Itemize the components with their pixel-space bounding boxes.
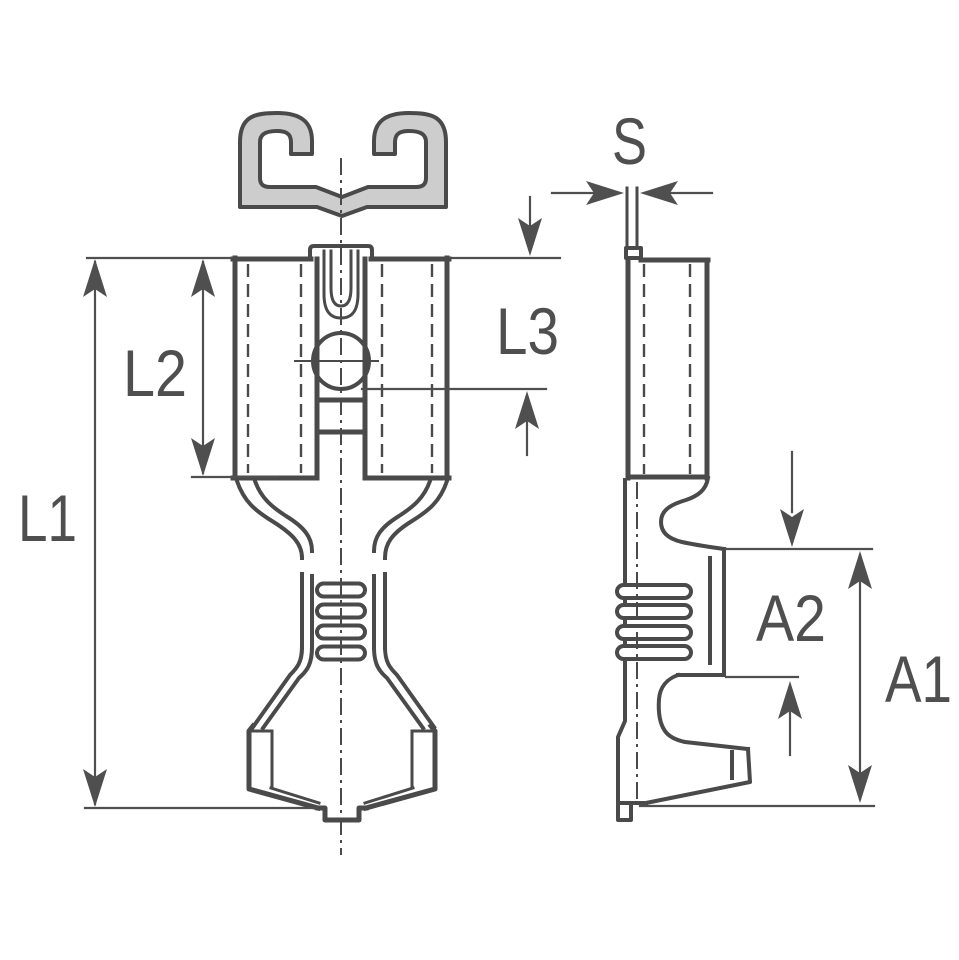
label-s: S <box>612 104 647 178</box>
side-view <box>616 186 752 822</box>
front-funnel-left-outer <box>234 478 305 650</box>
l3-extension-lines <box>360 256 562 391</box>
a1-arrow-up <box>848 551 872 589</box>
rolled-section-shape <box>238 111 448 218</box>
side-shoulder-curve <box>659 475 727 552</box>
label-l1: L1 <box>18 481 77 555</box>
side-insulation-curve <box>656 672 751 752</box>
a1-arrow-down <box>848 765 872 803</box>
front-flare-right <box>371 645 437 731</box>
side-blade-root <box>624 246 643 260</box>
label-l3: L3 <box>496 294 559 368</box>
side-step-edge <box>676 547 726 677</box>
dimension-l3: L3 <box>360 195 562 457</box>
front-wing-face-right <box>363 729 437 805</box>
s-arrow-left <box>640 181 678 205</box>
side-rib <box>615 624 693 641</box>
front-funnel-right-outer <box>382 478 450 650</box>
l2-arrow-down <box>191 438 215 476</box>
dimension-l2: L2 <box>123 259 280 479</box>
centerlines <box>294 158 638 855</box>
side-rib <box>615 583 693 600</box>
label-a1: A1 <box>885 642 952 716</box>
front-funnel-left-inner <box>252 478 315 650</box>
side-left-edge <box>616 478 627 805</box>
a2-arrow-up <box>778 681 802 719</box>
side-rib <box>615 644 693 661</box>
label-a2: A2 <box>756 581 826 655</box>
label-l2: L2 <box>123 336 187 410</box>
front-hidden-edges <box>246 264 434 473</box>
dimension-a2: A2 <box>724 450 874 757</box>
l1-arrow-up <box>83 259 107 297</box>
a2-extension-lines <box>724 547 874 679</box>
l2-arrow-up <box>191 259 215 297</box>
l3-arrow-down <box>518 218 542 256</box>
front-wing-face-left <box>247 729 321 805</box>
front-flare-left <box>250 645 315 731</box>
front-lower-outline-right <box>362 722 438 812</box>
front-top-tab <box>308 244 374 261</box>
side-hidden-edges <box>642 264 692 474</box>
l1-arrow-down <box>83 769 107 807</box>
front-funnel-right-inner <box>371 478 433 650</box>
s-arrow-right <box>586 181 624 205</box>
dimension-s: S <box>550 104 714 205</box>
a2-arrow-down <box>780 509 804 547</box>
front-slot-inner-u <box>329 249 353 308</box>
dimension-a1: A1 <box>638 551 952 808</box>
l1-extension-lines <box>83 256 318 810</box>
side-foot-notch <box>616 801 633 822</box>
dimension-l1: L1 <box>18 256 318 810</box>
l3-arrow-up <box>515 391 539 429</box>
front-channel-walls <box>314 256 368 480</box>
front-lower-outline-left <box>246 722 322 812</box>
side-blade-edges <box>625 186 639 250</box>
cross-section-view <box>238 111 448 218</box>
side-rib <box>615 603 693 620</box>
side-insulation-right-edge <box>643 746 752 806</box>
